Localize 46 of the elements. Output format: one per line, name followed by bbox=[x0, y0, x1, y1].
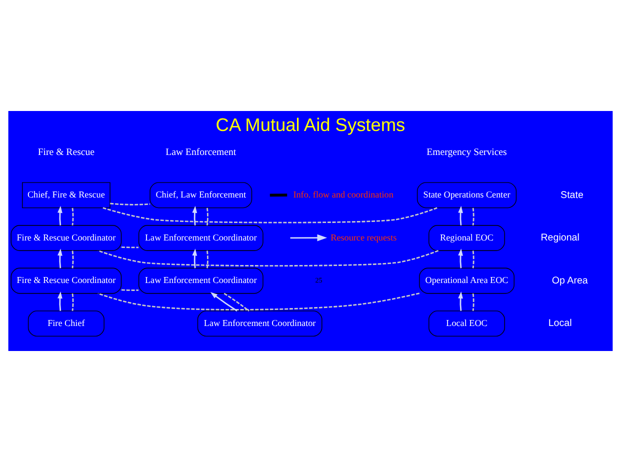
arrow bbox=[192, 248, 198, 268]
node-box: Law Enforcement Coordinator bbox=[138, 225, 264, 251]
connector bbox=[206, 208, 208, 226]
label: State bbox=[560, 190, 584, 201]
arrow bbox=[458, 206, 463, 226]
legend-label: Resource requests bbox=[330, 232, 397, 242]
connector bbox=[472, 208, 474, 226]
label: Fire & Rescue bbox=[38, 146, 95, 158]
node-box: Fire Chief bbox=[28, 310, 104, 337]
label: Law Enforcement bbox=[166, 146, 236, 158]
label: Op Area bbox=[552, 275, 588, 286]
label: Emergency Services bbox=[426, 146, 507, 158]
node-box: Law Enforcement Coordinator bbox=[138, 268, 264, 294]
arrow bbox=[58, 248, 62, 268]
connector bbox=[472, 293, 474, 311]
connector bbox=[98, 250, 439, 266]
connector bbox=[472, 250, 474, 268]
arrow bbox=[58, 206, 62, 226]
connector bbox=[121, 289, 139, 291]
label: Local bbox=[548, 318, 572, 330]
connector bbox=[72, 250, 74, 268]
node-box: Local EOC bbox=[428, 310, 505, 337]
connector bbox=[72, 293, 74, 311]
connector bbox=[110, 202, 150, 206]
connector bbox=[72, 208, 74, 226]
node-box: Chief, Fire & Rescue bbox=[22, 182, 110, 208]
node-box: State Operations Center bbox=[416, 182, 517, 208]
node-box: Fire & Rescue Coordinator bbox=[10, 225, 122, 251]
node-box: Chief, Law Enforcement bbox=[150, 182, 252, 208]
arrow bbox=[458, 248, 463, 268]
connector bbox=[206, 250, 208, 268]
arrow bbox=[58, 291, 62, 311]
node-box: Fire & Rescue Coordinator bbox=[10, 268, 122, 294]
arrow bbox=[210, 292, 238, 312]
node-box: Regional EOC bbox=[428, 225, 505, 251]
arrow bbox=[192, 206, 198, 226]
connector bbox=[102, 207, 438, 224]
connector bbox=[224, 292, 250, 312]
diagram-title: CA Mutual Aid Systems bbox=[216, 114, 406, 136]
legend-label: Info. flow and coordination bbox=[293, 190, 394, 200]
node-box: Law Enforcement Coordinator bbox=[197, 310, 322, 337]
arrow bbox=[458, 291, 463, 311]
node-box: Operational Area EOC bbox=[419, 268, 514, 294]
label: Regional bbox=[540, 232, 580, 244]
connector bbox=[98, 292, 420, 310]
connector bbox=[121, 246, 139, 248]
